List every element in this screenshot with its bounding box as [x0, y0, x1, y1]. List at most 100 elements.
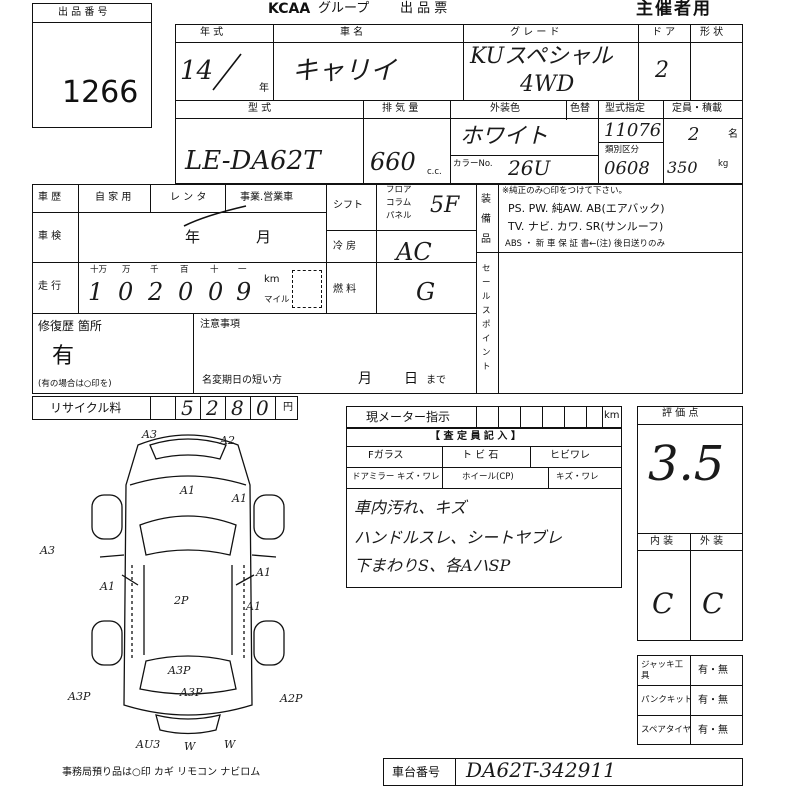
jack-value: 有・無: [698, 665, 728, 676]
inspector-box: [346, 428, 622, 588]
crack-label: ヒビワレ: [550, 450, 590, 461]
grade-value-2: 4WD: [520, 72, 575, 97]
color-value: ホワイト: [460, 124, 549, 149]
class-value: 0608: [604, 158, 650, 179]
fuel-label: 燃 料: [333, 284, 357, 295]
ac-value: AC: [396, 238, 432, 266]
color-label: 外装色: [490, 103, 520, 114]
color-change-label: 色替: [570, 103, 590, 114]
recycle-unit: 円: [283, 402, 293, 413]
car-outline: [91, 434, 285, 735]
notice-day: 日: [404, 371, 418, 387]
organizer-label: 主催者用: [636, 0, 712, 19]
damage-mark: 2P: [174, 594, 189, 607]
wheel-damage-label: キズ・ワレ: [556, 472, 599, 482]
keys-note: 事務局預り品は○印 カギ リモコン ナビロム: [62, 767, 261, 778]
sales-point-label: セールスポイント: [482, 264, 491, 372]
puncture-label: パンクキット: [641, 695, 693, 705]
type-spec-value: 11076: [604, 120, 662, 141]
fuel-value: G: [416, 278, 436, 306]
brand-logo: KCAA: [268, 1, 311, 17]
load-value: 350: [667, 158, 698, 177]
equipment-note: ※純正のみ○印をつけて下さい。: [502, 186, 628, 196]
history-rental: レ ン タ: [170, 192, 207, 203]
inspector-note-3: 下まわりS、各AハSP: [354, 556, 511, 575]
inspector-note-1: 車内汚れ、キズ: [354, 498, 467, 517]
color-no-value: 26U: [508, 156, 551, 180]
lot-number: 1266: [62, 75, 139, 110]
meter-box: [346, 406, 622, 428]
shift-label: シフト: [333, 200, 363, 211]
mileage-digits: 十万 万 千 百 十 一 1 0 2 0 0 9: [88, 265, 252, 306]
load-unit: kg: [718, 159, 729, 169]
history-label: 車 歴: [38, 192, 62, 203]
damage-mark: AU3: [136, 738, 161, 751]
damage-mark: A1: [232, 492, 247, 505]
damage-mark: A2: [220, 434, 235, 447]
inspection-label: 車 検: [38, 231, 62, 242]
shape-label: 形 状: [700, 27, 724, 38]
displacement-label: 排 気 量: [382, 103, 419, 114]
meter-unit: km: [604, 410, 620, 421]
exterior-value: C: [702, 587, 724, 620]
recycle-label: リサイクル料: [50, 401, 122, 415]
year-unit: 年: [259, 83, 269, 94]
lot-box: [32, 3, 152, 128]
displacement-value: 660: [370, 148, 416, 176]
spare-label: スペアタイヤ: [641, 725, 692, 735]
car-diagram: A3 A2 A1 A1 A3 A1 A1 A1 A3P A3P A2P AU3 …: [40, 425, 315, 760]
doors-value: 2: [655, 58, 669, 83]
name-value: キャリイ: [292, 56, 397, 86]
sheet-title: 出 品 票: [400, 1, 448, 16]
recycle-digit-3: 8: [231, 396, 244, 420]
jack-label: ジャッキ工 具: [641, 660, 684, 681]
interior-value: C: [652, 587, 674, 620]
recycle-digit-1: 5: [181, 396, 194, 420]
equipment-line2: TV. ナビ. カワ. SR(サンルーフ): [508, 220, 664, 233]
mileage-label: 走 行: [38, 281, 62, 292]
vehicle-info-block: [175, 24, 743, 184]
mileage-mile: マイル: [264, 295, 290, 305]
type-spec-label: 型式指定: [605, 103, 645, 114]
recycle-box: [32, 396, 298, 420]
doors-label: ド ア: [652, 27, 676, 38]
capacity-unit: 名: [728, 129, 738, 140]
meter-label: 現メーター指示: [366, 410, 451, 424]
inspector-title: 【 査 定 員 記 入 】: [430, 431, 521, 442]
chassis-box: [383, 758, 743, 786]
short-date-label: 名変期日の短い方: [202, 375, 282, 386]
damage-mark: A3P: [180, 686, 203, 699]
wheel-label: ホイール(CP): [462, 472, 514, 482]
class-label: 類別区分: [605, 145, 640, 155]
evaluation-label: 評 価 点: [662, 408, 699, 419]
chassis-value: DA62T-342911: [466, 758, 616, 782]
recycle-digit-4: 0: [256, 396, 269, 420]
notice-until: まで: [426, 375, 446, 386]
year-label: 年 式: [200, 27, 224, 38]
equipment-line1: PS. PW. 純AW. AB(エアバック): [508, 202, 665, 215]
equipment-line3: ABS ・ 新 車 保 証 書←(注) 後日送りのみ: [505, 239, 666, 249]
mirror-label: ドアミラー キズ・ワレ: [352, 472, 440, 482]
damage-mark: A1: [246, 600, 261, 613]
shift-value: 5F: [430, 193, 460, 218]
capacity-value: 2: [688, 124, 700, 145]
shift-floor: フロア: [386, 185, 412, 195]
damage-mark: A3: [142, 428, 157, 441]
equipment-label: 装備品: [481, 194, 491, 245]
stone-label: ト ビ 石: [462, 450, 499, 461]
damage-mark: A2P: [280, 692, 303, 705]
shift-column: コラム: [386, 198, 412, 208]
ac-label: 冷 房: [333, 241, 357, 252]
inspection-month: 月: [256, 228, 272, 246]
damage-mark: A3: [40, 544, 55, 557]
notice-month: 月: [358, 371, 372, 387]
capacity-label: 定員・積載: [672, 103, 722, 114]
model-label: 型 式: [248, 103, 272, 114]
exterior-label: 外 装: [700, 536, 724, 547]
chassis-label: 車台番号: [392, 765, 441, 779]
inspection-year: 年: [185, 228, 201, 246]
model-value: LE-DA62T: [185, 146, 321, 176]
name-label: 車 名: [340, 27, 364, 38]
color-no-label: カラーNo.: [453, 159, 493, 169]
shift-panel: パネル: [386, 211, 412, 221]
